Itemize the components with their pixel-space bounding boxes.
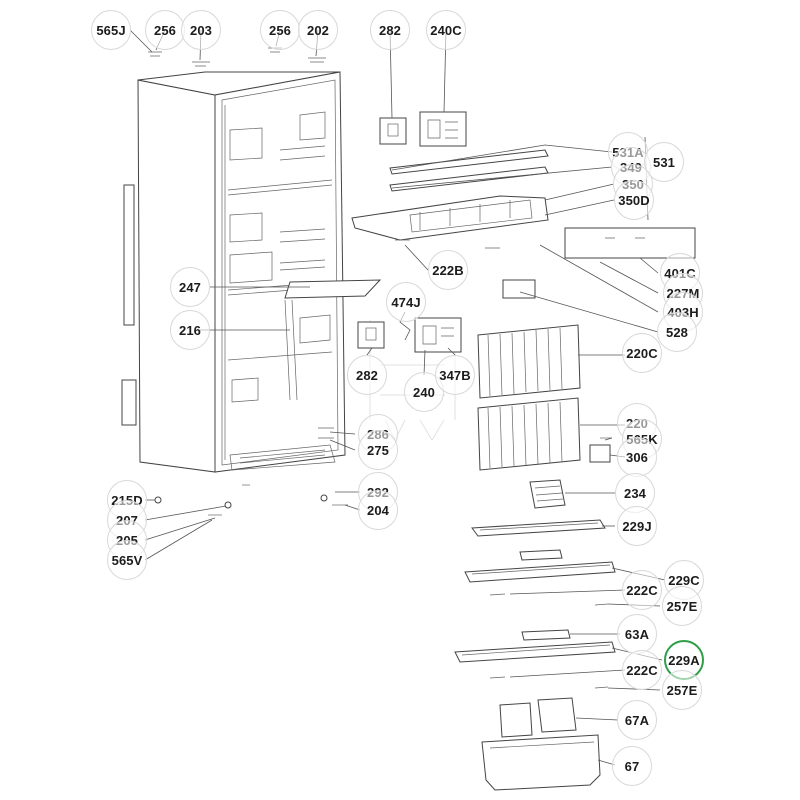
- callout-257ea: 257E: [662, 586, 702, 626]
- callout-229j: 229J: [617, 506, 657, 546]
- callout-222cb: 222C: [622, 650, 662, 690]
- trays-and-shelves: [454, 479, 616, 689]
- callout-350d: 350D: [614, 180, 654, 220]
- callout-565v: 565V: [107, 540, 147, 580]
- control-boxes: [357, 111, 467, 353]
- callout-565j: 565J: [91, 10, 131, 50]
- callout-222b: 222B: [428, 250, 468, 290]
- callout-282a: 282: [370, 10, 410, 50]
- callout-203: 203: [181, 10, 221, 50]
- callout-306: 306: [617, 437, 657, 477]
- callout-257eb: 257E: [662, 670, 702, 710]
- callout-240: 240: [404, 372, 444, 412]
- callout-220c: 220C: [622, 333, 662, 373]
- callout-240c: 240C: [426, 10, 466, 50]
- crisper-drawer: [481, 697, 601, 791]
- callout-282b: 282: [347, 355, 387, 395]
- callout-216: 216: [170, 310, 210, 350]
- callout-247: 247: [170, 267, 210, 307]
- callout-222ca: 222C: [622, 570, 662, 610]
- control-panel-assembly: [351, 149, 696, 299]
- shelf-247: [284, 279, 382, 299]
- callout-63a: 63A: [617, 614, 657, 654]
- callout-202: 202: [298, 10, 338, 50]
- top-small-parts: [148, 47, 326, 67]
- callout-531: 531: [644, 142, 684, 182]
- callout-528: 528: [657, 312, 697, 352]
- callout-256a: 256: [145, 10, 185, 50]
- callout-67a: 67A: [617, 700, 657, 740]
- shelf-panels: [477, 324, 612, 471]
- callout-347b: 347B: [435, 355, 475, 395]
- callout-275: 275: [358, 430, 398, 470]
- callout-67: 67: [612, 746, 652, 786]
- callout-474j: 474J: [386, 282, 426, 322]
- fridge-cabinet: [121, 71, 346, 473]
- callout-256b: 256: [260, 10, 300, 50]
- callout-204: 204: [358, 490, 398, 530]
